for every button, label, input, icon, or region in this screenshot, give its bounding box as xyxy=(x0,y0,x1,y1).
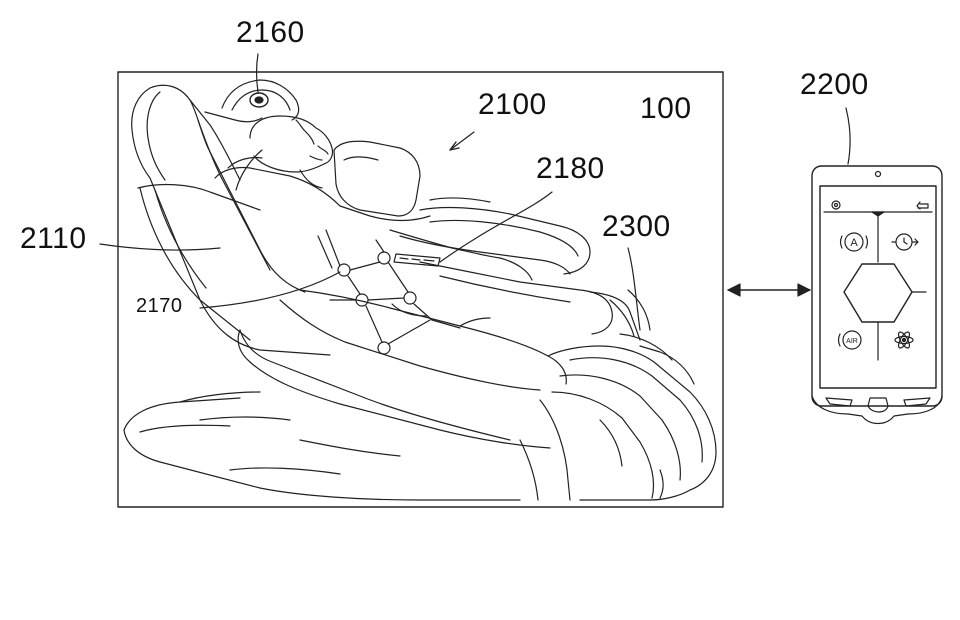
auto-mode-icon xyxy=(839,232,869,252)
leader-2300 xyxy=(627,247,641,331)
control-unit xyxy=(393,253,441,267)
leader-2100 xyxy=(449,131,475,151)
massage-mechanism xyxy=(317,229,461,355)
chair-frame-box xyxy=(117,71,724,508)
label-2110: 2110 xyxy=(20,222,87,255)
label-100: 100 xyxy=(640,92,692,125)
headrest-sensor xyxy=(249,92,269,108)
label-2100: 2100 xyxy=(478,88,547,121)
air-badge: AIR xyxy=(846,338,858,345)
mobile-terminal xyxy=(811,165,943,425)
label-2170: 2170 xyxy=(136,295,183,317)
leg-rest xyxy=(547,345,717,491)
hexagon-control xyxy=(843,263,913,323)
timer-icon xyxy=(891,233,919,251)
communication-arrow xyxy=(727,283,811,297)
massage-chair-drawing xyxy=(123,79,717,501)
label-2300: 2300 xyxy=(602,210,671,243)
leader-2170 xyxy=(199,271,341,309)
atom-icon xyxy=(894,331,914,349)
leader-2200 xyxy=(845,107,851,165)
leader-2110 xyxy=(99,243,221,251)
leader-2160 xyxy=(255,53,259,93)
leader-2180 xyxy=(439,191,553,263)
gear-icon xyxy=(831,200,841,210)
air-mode-icon xyxy=(837,330,862,350)
auto-badge: A xyxy=(850,237,858,249)
label-2160: 2160 xyxy=(236,16,305,49)
label-2180: 2180 xyxy=(536,152,605,185)
label-2200: 2200 xyxy=(800,68,869,101)
back-arrow-icon xyxy=(916,201,929,210)
